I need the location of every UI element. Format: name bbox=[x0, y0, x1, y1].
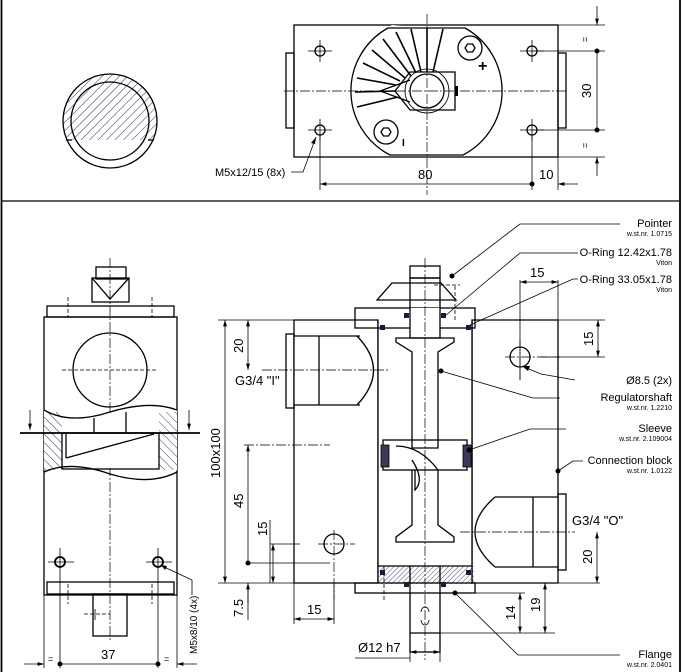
thread-note-top: M5x12/15 (8x) bbox=[215, 167, 285, 179]
callout-regulatorshaft-material: w.st.nr. 1.2210 bbox=[626, 405, 672, 412]
dim-top-30: 30 bbox=[579, 84, 594, 98]
dim-19: 19 bbox=[528, 598, 543, 612]
callout-regulatorshaft: Regulatorshaft w.st.nr. 1.2210 bbox=[600, 392, 672, 412]
equal-mark-right: = bbox=[164, 654, 169, 664]
shaft-cross-section bbox=[62, 73, 158, 171]
callout-pointer-title: Pointer bbox=[637, 218, 672, 230]
side-view: 37 = = M5x8/10 (4x) bbox=[20, 258, 200, 668]
dim-top-15-vertical: 15 bbox=[581, 332, 596, 346]
dim-hole-15-vertical: 15 bbox=[255, 522, 270, 536]
dim-45: 45 bbox=[231, 494, 246, 508]
callout-flange: Flange w.st.nr. 2.0401 bbox=[626, 649, 672, 669]
callout-flange-title: Flange bbox=[638, 649, 672, 661]
callout-connection-block-title: Connection block bbox=[588, 455, 673, 467]
port-outlet-label: G3/4 "O" bbox=[572, 513, 624, 528]
callout-sleeve-material: w.st.nr. 2.109004 bbox=[618, 436, 672, 443]
callout-pointer: Pointer w.st.nr. 1.0715 bbox=[626, 218, 672, 238]
callout-oring-small-title: O-Ring 12.42x1.78 bbox=[580, 247, 672, 259]
dim-inlet-20: 20 bbox=[231, 339, 246, 353]
dim-100x100: 100x100 bbox=[208, 428, 223, 478]
callout-sleeve: Sleeve w.st.nr. 2.109004 bbox=[618, 423, 672, 443]
top-view: + I 80 10 30 = = M5x12/1 bbox=[215, 6, 605, 195]
callout-connection-block: Connection block w.st.nr. 1.0122 bbox=[588, 455, 673, 475]
minus-mark: I bbox=[402, 138, 405, 149]
dim-top-10: 10 bbox=[539, 167, 553, 182]
dim-top-15-horizontal: 15 bbox=[530, 265, 544, 280]
o-ring-seals bbox=[380, 313, 471, 587]
callout-oring-small: O-Ring 12.42x1.78 Viton bbox=[580, 247, 672, 267]
dim-top-80: 80 bbox=[418, 167, 432, 182]
equal-mark-bottom: = bbox=[580, 143, 590, 148]
section-view: 100x100 20 G3/4 "I" 45 15 7.5 15 Ø12 h7 … bbox=[208, 258, 624, 662]
dim-shaft-diameter: Ø12 h7 bbox=[358, 640, 401, 655]
callout-flange-material: w.st.nr. 2.0401 bbox=[626, 662, 672, 669]
dim-hole-15-horizontal: 15 bbox=[307, 602, 321, 617]
callout-connection-block-material: w.st.nr. 1.0122 bbox=[626, 468, 672, 475]
callout-oring-large: O-Ring 33.05x1.78 Viton bbox=[580, 274, 672, 294]
dim-side-37: 37 bbox=[101, 647, 115, 662]
port-inlet-label: G3/4 "I" bbox=[235, 373, 280, 388]
dim-14: 14 bbox=[503, 606, 518, 620]
plus-mark: + bbox=[478, 58, 487, 75]
callout-regulatorshaft-title: Regulatorshaft bbox=[600, 392, 672, 404]
callout-hole-title: Ø8.5 (2x) bbox=[626, 375, 672, 387]
dim-outlet-20: 20 bbox=[580, 550, 595, 564]
callout-hole: Ø8.5 (2x) bbox=[626, 375, 672, 387]
callout-oring-large-material: Viton bbox=[656, 287, 672, 294]
equal-mark-left: = bbox=[48, 654, 53, 664]
callout-pointer-material: w.st.nr. 1.0715 bbox=[626, 231, 672, 238]
thread-note-side: M5x8/10 (4x) bbox=[189, 596, 200, 654]
callout-sleeve-title: Sleeve bbox=[638, 423, 672, 435]
equal-mark-top: = bbox=[580, 37, 590, 42]
callout-oring-small-material: Viton bbox=[656, 260, 672, 267]
callouts: Pointer w.st.nr. 1.0715 O-Ring 12.42x1.7… bbox=[440, 218, 673, 669]
callout-oring-large-title: O-Ring 33.05x1.78 bbox=[580, 274, 672, 286]
dim-7-5: 7.5 bbox=[231, 599, 246, 617]
